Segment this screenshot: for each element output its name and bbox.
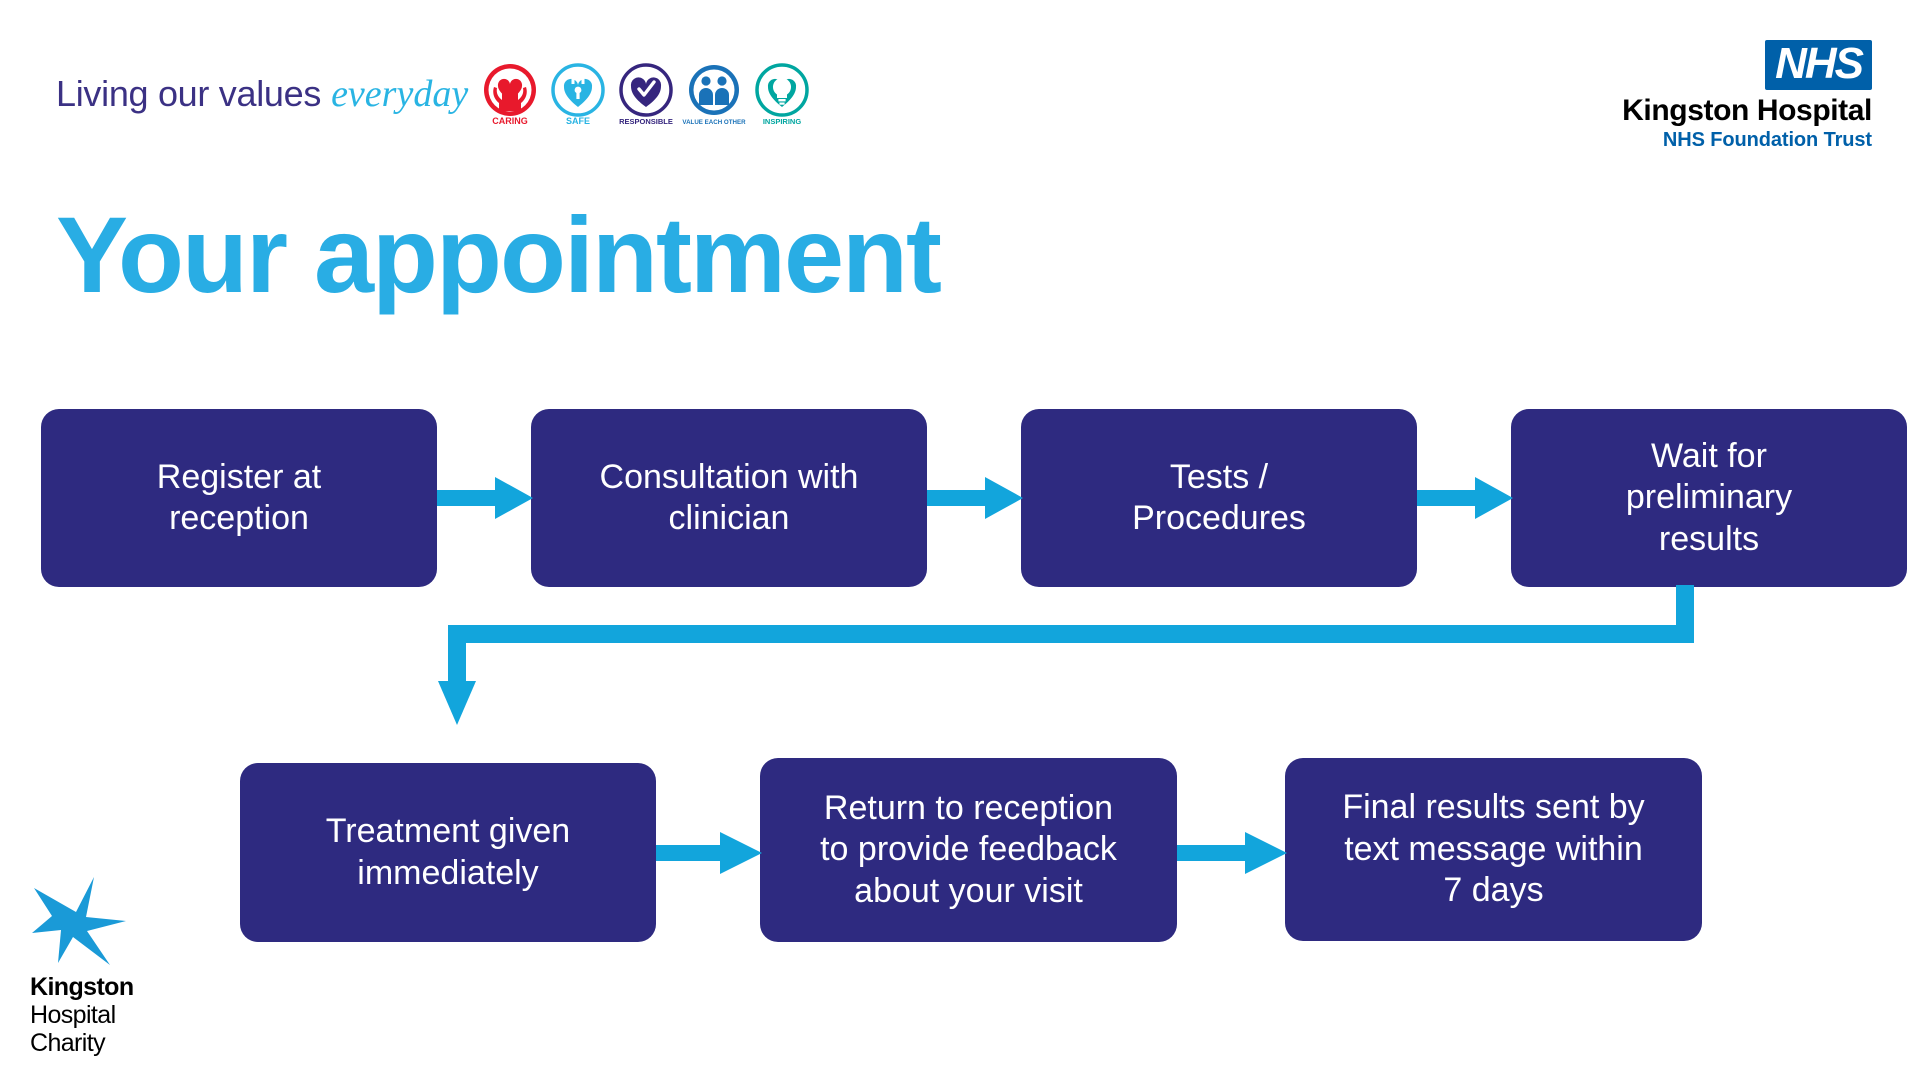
nhs-mark-text: NHS xyxy=(1775,39,1864,88)
flow-box-label: Final results sent by text message withi… xyxy=(1342,788,1645,910)
charity-line-2: Hospital xyxy=(30,1001,116,1029)
caring-hands-heart-icon: CARING xyxy=(478,61,542,127)
elbow-connector-wait-to-treatment xyxy=(420,585,1710,730)
lightbulb-icon: INSPIRING xyxy=(750,61,814,127)
flow-box-label: Treatment given immediately xyxy=(325,812,571,892)
arrow-right-icon-treatment-to-return xyxy=(656,830,762,876)
flow-box-consultation[interactable]: Consultation with clinician xyxy=(531,409,927,587)
values-strapline: Living our values everyday CARING SAFE xyxy=(56,58,814,130)
arrow-right-icon-return-to-final xyxy=(1177,830,1287,876)
flow-box-tests[interactable]: Tests / Procedures xyxy=(1021,409,1417,587)
flow-box-treatment-given[interactable]: Treatment given immediately xyxy=(240,763,656,942)
kingston-star-icon xyxy=(32,877,126,965)
flow-box-final-results[interactable]: Final results sent by text message withi… xyxy=(1285,758,1702,941)
nhs-trust-name: Kingston Hospital xyxy=(1622,94,1872,127)
flow-box-register[interactable]: Register at reception xyxy=(41,409,437,587)
kingston-hospital-charity-logo: Kingston Hospital Charity xyxy=(30,875,160,1057)
arrow-right-icon-register-to-consultation xyxy=(437,475,533,521)
nhs-mark: NHS xyxy=(1765,40,1872,90)
flow-box-return-to-reception[interactable]: Return to reception to provide feedback … xyxy=(760,758,1177,942)
values-strapline-script: everyday xyxy=(331,73,469,115)
arrow-right-icon-tests-to-wait xyxy=(1417,475,1513,521)
charity-line-1: Kingston xyxy=(30,973,134,1001)
padlock-heart-icon: SAFE xyxy=(546,61,610,127)
svg-text:INSPIRING: INSPIRING xyxy=(763,117,802,126)
two-people-icon: VALUE EACH OTHER xyxy=(682,61,746,127)
svg-text:VALUE EACH OTHER: VALUE EACH OTHER xyxy=(683,119,747,126)
nhs-trust-subtitle: NHS Foundation Trust xyxy=(1662,129,1872,151)
arrow-right-icon-consultation-to-tests xyxy=(927,475,1023,521)
heart-tick-icon: RESPONSIBLE xyxy=(614,61,678,127)
flow-box-label: Return to reception to provide feedback … xyxy=(820,788,1117,910)
flow-box-label: Consultation with clinician xyxy=(599,457,859,537)
svg-text:CARING: CARING xyxy=(492,116,528,126)
svg-text:RESPONSIBLE: RESPONSIBLE xyxy=(619,117,673,126)
flow-box-wait-for-preliminary-results[interactable]: Wait for preliminary results xyxy=(1511,409,1907,587)
charity-line-3: Charity xyxy=(30,1029,106,1057)
flow-box-label: Tests / Procedures xyxy=(1132,457,1306,537)
values-strapline-text: Living our values xyxy=(56,73,322,114)
nhs-logo: NHS Kingston Hospital NHS Foundation Tru… xyxy=(1512,40,1872,152)
flow-box-label: Wait for preliminary results xyxy=(1625,436,1793,558)
flow-box-label: Register at reception xyxy=(156,457,322,537)
svg-text:SAFE: SAFE xyxy=(566,116,590,126)
page-title: Your appointment xyxy=(56,194,942,315)
charity-wordmark: Kingston Hospital Charity xyxy=(30,973,160,1057)
